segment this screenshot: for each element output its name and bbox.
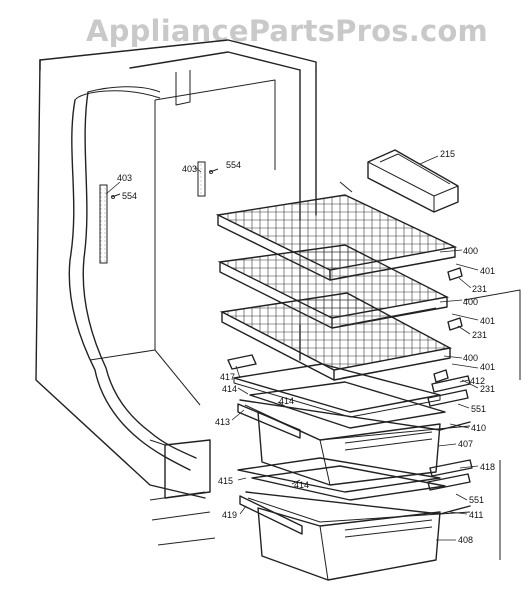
shelf-ladder-right [197,161,206,197]
callout-419: 419 [222,510,237,520]
ladder-screw-right [208,168,219,174]
crisper-pan-408 [257,507,441,581]
callout-401-bottom: 401 [480,362,495,372]
callout-415: 415 [218,476,233,486]
callout-408: 408 [458,535,473,545]
callout-231-middle: 231 [472,330,487,340]
crisper-rail-412 [431,375,471,393]
callout-400-bottom: 400 [463,353,478,363]
callout-414-lower: 414 [294,480,309,490]
callout-403-right: 403 [182,164,197,174]
callout-417: 417 [220,372,235,382]
callout-401-middle: 401 [480,316,495,326]
glass-shelf-414-lower [251,465,446,501]
callout-410: 410 [471,423,486,433]
callout-411: 411 [469,510,483,520]
pan-cover-upper [233,363,441,418]
glass-shelf-414-upper [249,381,446,429]
leader-lines [105,155,479,541]
ladder-screw-left [111,193,121,199]
callout-551-lower: 551 [469,495,484,505]
shelf-ladder-left [99,184,108,264]
crisper-frame-lower [245,491,471,523]
callout-414-upper-left: 414 [222,384,237,394]
crisper-rail-418 [429,459,473,477]
callout-400-top: 400 [463,246,478,256]
pan-support-417 [227,354,257,370]
bin-215 [367,149,459,213]
callout-215: 215 [440,149,455,159]
callout-400-middle: 400 [463,297,478,307]
cabinet-liner [35,39,521,560]
callout-551-upper: 551 [471,404,486,414]
callout-554-right: 554 [226,160,241,170]
crisper-pan-407 [257,411,441,486]
callout-414-upper-right: 414 [279,396,294,406]
watermark-logo: AppliancePartsPros.com [86,14,488,48]
callout-412: 412 [470,376,485,386]
callout-418: 418 [480,462,495,472]
shelf-3 [219,292,453,381]
crisper-rail-419 [239,495,303,535]
callout-401-top: 401 [480,266,495,276]
callout-407: 407 [458,439,473,449]
callout-231-bottom: 231 [480,384,495,394]
callout-554-left: 554 [122,191,137,201]
crisper-slide-551-upper [427,389,469,407]
callout-231-top: 231 [472,284,487,294]
shelf-bracket-231-b [447,317,463,331]
callout-403-left: 403 [117,173,132,183]
crisper-slide-551-lower [427,473,471,491]
shelf-bracket-231-a [447,267,463,281]
callout-413: 413 [215,417,230,427]
shelf-bracket-231-c [433,369,449,383]
pan-cover-lower [237,457,441,493]
